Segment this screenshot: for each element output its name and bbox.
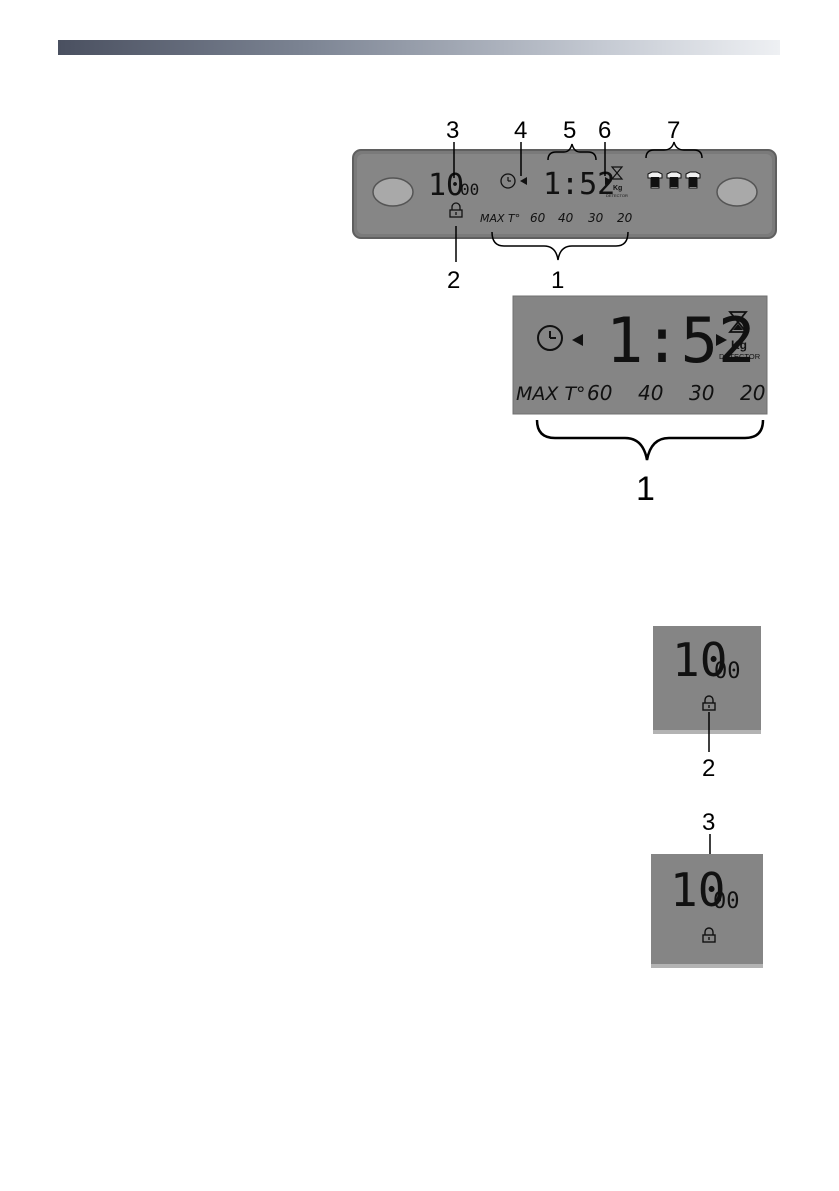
lock-detail-box: 10 00 — [653, 626, 761, 734]
hourglass-icon — [610, 166, 624, 180]
temp-40: 40 — [558, 211, 574, 225]
brace-5 — [547, 143, 597, 161]
callout-2-box: 2 — [702, 755, 715, 782]
time-display-zoomed: 1:52 — [606, 304, 755, 377]
spin-speed-subdigits-box2: 00 — [714, 659, 741, 684]
callout-4: 4 — [514, 117, 527, 144]
temp-40-zoomed: 40 — [638, 381, 663, 405]
temp-60-zoomed: 60 — [587, 381, 612, 405]
callout-1-small: 1 — [551, 267, 564, 294]
zoomed-display: 1:52 Kg DETECTOR MAX T° 60 40 30 20 — [512, 295, 768, 415]
spin-speed-digits-box2: 10 — [672, 633, 727, 687]
shirt-icon — [685, 171, 701, 189]
temp-30: 30 — [588, 211, 604, 225]
lock-icon — [702, 695, 716, 711]
max-temp-label: MAX T° — [480, 212, 520, 225]
control-panel: 10 00 1:52 Kg DETECTOR — [352, 149, 777, 239]
spin-speed-digits-box3: 10 — [670, 863, 725, 917]
max-temp-label-zoomed: MAX T° — [516, 383, 586, 405]
brace-7 — [645, 141, 703, 159]
header-bar — [58, 40, 780, 55]
callout-2: 2 — [447, 267, 460, 294]
arrow-right-icon — [605, 177, 612, 185]
left-knob-button[interactable] — [372, 177, 414, 207]
callout-1-large: 1 — [636, 470, 655, 508]
delay-timer-icon — [500, 173, 516, 189]
time-display: 1:52 — [543, 167, 615, 202]
spin-detail-box: 10 00 — [651, 854, 763, 968]
spin-speed-subdigits: 00 — [460, 180, 479, 199]
arrow-left-icon — [520, 177, 527, 185]
right-knob-button[interactable] — [716, 177, 758, 207]
brace-1-large — [535, 419, 765, 461]
lock-icon — [702, 927, 716, 943]
delay-timer-icon — [537, 325, 563, 351]
arrow-right-icon — [716, 334, 727, 346]
temp-30-zoomed: 30 — [689, 381, 714, 405]
shirt-icon — [666, 171, 682, 189]
kg-label-zoomed: Kg — [731, 338, 747, 352]
kg-label: Kg — [613, 185, 622, 192]
spin-speed-digits: 10 — [428, 168, 464, 203]
temp-60: 60 — [530, 211, 546, 225]
detector-label-zoomed: DETECTOR — [719, 352, 761, 361]
shirt-icon — [647, 171, 663, 189]
temp-20: 20 — [617, 211, 633, 225]
callout-7: 7 — [667, 117, 680, 144]
arrow-left-icon — [572, 334, 583, 346]
callout-3-box: 3 — [702, 809, 715, 836]
spin-speed-subdigits-box3: 00 — [713, 889, 740, 914]
temp-20-zoomed: 20 — [740, 381, 765, 405]
hourglass-icon — [728, 311, 748, 333]
lock-icon — [449, 202, 463, 218]
callout-3: 3 — [446, 117, 459, 144]
brace-1-small — [491, 231, 629, 261]
callout-6: 6 — [598, 117, 611, 144]
detector-label: DETECTOR — [606, 193, 628, 198]
callout-5: 5 — [563, 117, 576, 144]
